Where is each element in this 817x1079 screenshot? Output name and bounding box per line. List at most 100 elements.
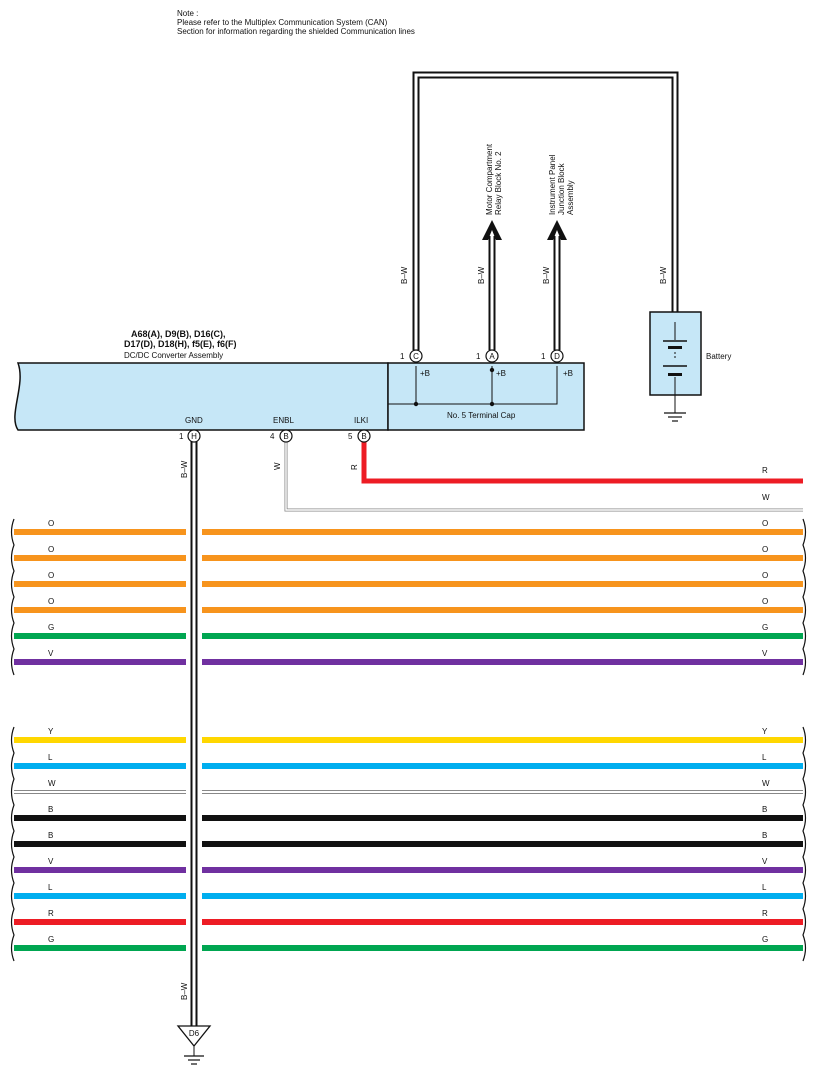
wire-label-bw-gnd-top: B–W (180, 460, 189, 478)
bus-wire-label-right: G (762, 935, 768, 944)
bus-wire-label-left: V (48, 649, 54, 658)
bus-wire-label-left: B (48, 831, 53, 840)
destination-motor-line-2: Relay Block No. 2 (494, 151, 503, 215)
wire-label-r-right: R (762, 466, 768, 475)
r-wire-ilki (361, 442, 803, 484)
pin-number: 1 (179, 432, 184, 441)
bus-group-2-bracket (10, 726, 15, 962)
bw-wire-d (547, 220, 567, 350)
bus-wire-label-left: Y (48, 727, 54, 736)
ground-label: D6 (189, 1029, 200, 1038)
pin-func-gnd: GND (185, 416, 203, 425)
bus-wire-label-right: V (762, 649, 768, 658)
battery (649, 311, 702, 422)
wire-label-bw-d: B–W (542, 266, 551, 284)
bus-wire-label-left: O (48, 519, 54, 528)
connector-pin-d: 1 D (541, 349, 564, 363)
note-line-1: Note : (177, 9, 198, 18)
connector-pin-c: 1 C (400, 349, 423, 363)
bus-wire-label-right: W (762, 779, 770, 788)
bus-wire-label-left: O (48, 571, 54, 580)
bus-wire-label-right: L (762, 753, 767, 762)
assembly-connectors-line-2: D17(D), D18(H), f5(E), f6(F) (124, 339, 237, 349)
bus-wire-label-left: G (48, 935, 54, 944)
assembly-name: DC/DC Converter Assembly (124, 351, 223, 360)
bw-wire-ground (186, 440, 202, 1026)
bus-group-1-bracket (10, 518, 15, 676)
bus-wire-label-right: O (762, 571, 768, 580)
pin-func-a: +B (496, 369, 506, 378)
dc-dc-converter-assembly (14, 362, 585, 431)
bus-wire-label-right: B (762, 831, 767, 840)
pin-number: 1 (400, 352, 405, 361)
pin-func-enbl: ENBL (273, 416, 294, 425)
note-line-2: Please refer to the Multiplex Communicat… (177, 18, 388, 27)
bus-wire-label-right: Y (762, 727, 768, 736)
bus-wire-label-left: O (48, 545, 54, 554)
destination-ip-line-3: Assembly (566, 180, 575, 215)
pin-letter: B (361, 432, 366, 441)
pin-number: 1 (541, 352, 546, 361)
bus-wire-label-left: V (48, 857, 54, 866)
wire-label-bw-a: B–W (477, 266, 486, 284)
wire-label-w-enbl: W (273, 462, 282, 470)
connector-pin-enbl: 4 B (270, 429, 293, 443)
pin-number: 5 (348, 432, 353, 441)
destination-motor-relay: Motor Compartment Relay Block No. 2 (485, 143, 503, 215)
wire-label-bw-c: B–W (400, 266, 409, 284)
bus-wire-label-right: V (762, 857, 768, 866)
bus-wire-label-left: L (48, 883, 53, 892)
connector-pin-a: 1 A (476, 349, 499, 363)
bus-group-2-bracket (802, 726, 807, 962)
bus-wire-label-right: B (762, 805, 767, 814)
assembly-connectors-line-1: A68(A), D9(B), D16(C), (131, 329, 226, 339)
bw-wire-a (482, 220, 502, 350)
wire-label-bw-gnd-bottom: B–W (180, 982, 189, 1000)
connector-pin-ilki: 5 B (348, 429, 371, 443)
bus-wire-label-right: G (762, 623, 768, 632)
bus-wire-label-left: W (48, 779, 56, 788)
pin-func-ilki: ILKI (354, 416, 368, 425)
bus-wire-label-right: R (762, 909, 768, 918)
pin-number: 1 (476, 352, 481, 361)
destination-ip-line-1: Instrument Panel (548, 154, 557, 215)
battery-plate-short (668, 346, 682, 349)
w-wire-enbl (284, 442, 803, 512)
bus-wire-label-right: O (762, 597, 768, 606)
bus-wire-label-left: R (48, 909, 54, 918)
arrow-up-icon (547, 220, 567, 240)
bus-wire-label-right: L (762, 883, 767, 892)
terminal-cap-box (387, 362, 585, 431)
pin-letter: C (413, 352, 419, 361)
arrow-up-icon (482, 220, 502, 240)
pin-func-c: +B (420, 369, 430, 378)
pin-letter: B (283, 432, 288, 441)
bus-wire-label-left: L (48, 753, 53, 762)
destination-ip-junction: Instrument Panel Junction Block Assembly (548, 154, 575, 215)
connector-pin-h: 1 H (179, 429, 201, 443)
bus-wire-label-left: O (48, 597, 54, 606)
note-line-3: Section for information regarding the sh… (177, 27, 415, 36)
ground-point-d6: D6 (176, 1025, 212, 1065)
bus-group-1: O O O O O O O O G G V V (10, 518, 807, 676)
pin-letter: A (489, 352, 495, 361)
wire-label-r-ilki: R (350, 464, 359, 470)
bus-wire-label-left: G (48, 623, 54, 632)
wire-label-w-right: W (762, 493, 770, 502)
battery-label: Battery (706, 352, 731, 361)
wire-label-bw-battery: B–W (659, 266, 668, 284)
terminal-cap-label: No. 5 Terminal Cap (447, 411, 516, 420)
note: Note : Please refer to the Multiplex Com… (177, 9, 415, 36)
bus-group-1-bracket (802, 518, 807, 676)
pin-func-d: +B (563, 369, 573, 378)
destination-ip-line-2: Junction Block (557, 162, 566, 215)
destination-motor-line-1: Motor Compartment (485, 143, 494, 215)
bus-wire-label-right: O (762, 545, 768, 554)
bus-wire-label-right: O (762, 519, 768, 528)
pin-letter: D (554, 352, 560, 361)
bus-group-2: Y Y L L W W B B B B V V L L R R G G (10, 726, 807, 962)
pin-letter: H (191, 432, 197, 441)
bus-wire-label-left: B (48, 805, 53, 814)
bw-wire-c-to-battery (412, 71, 679, 350)
